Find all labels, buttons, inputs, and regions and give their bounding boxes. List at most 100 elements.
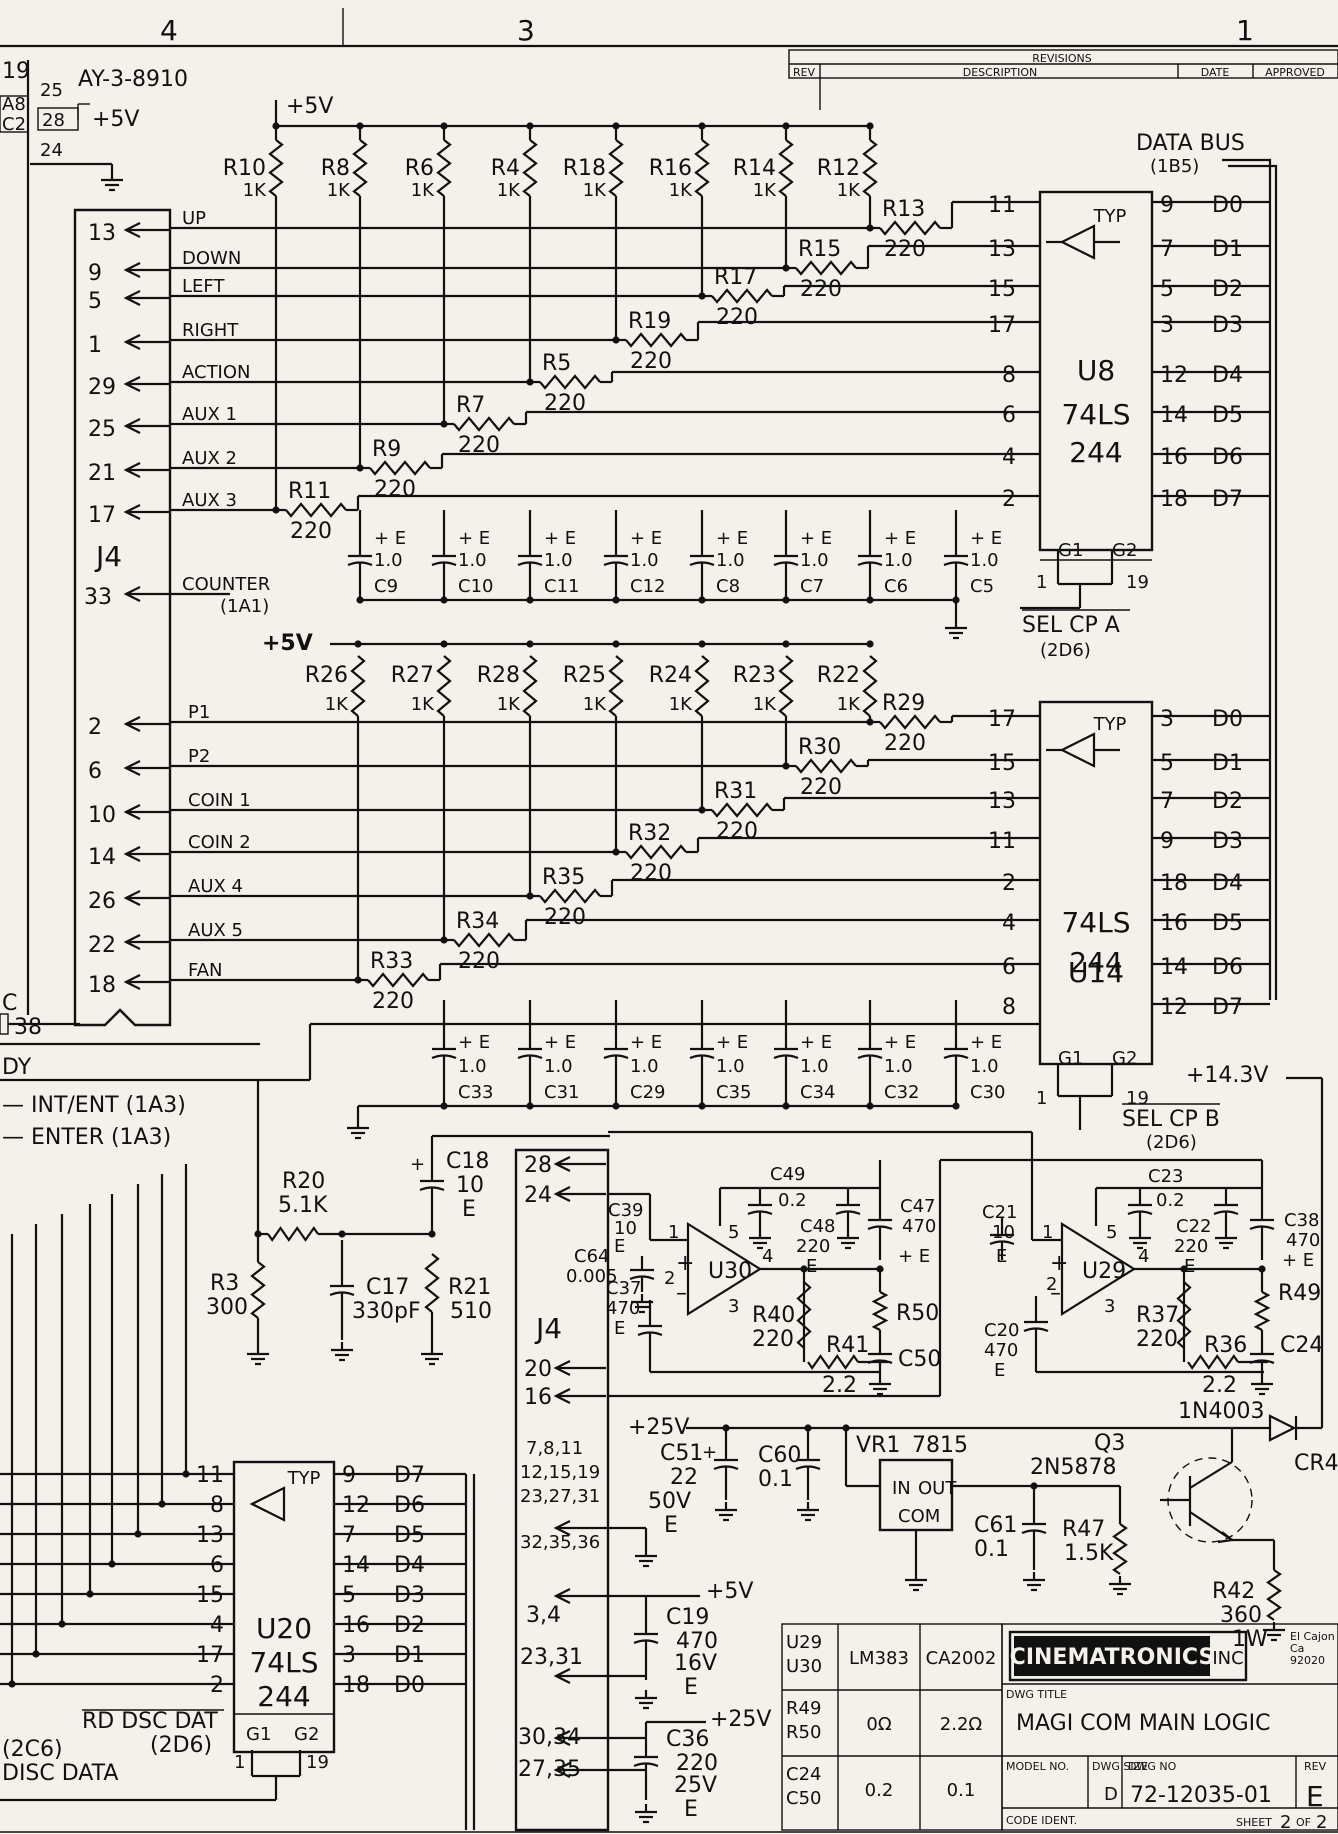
- signal-name: — ENTER (1A3): [2, 1125, 171, 1150]
- resistor-ref: R5: [542, 351, 571, 376]
- data-bus-label: DATA BUS: [1136, 131, 1245, 156]
- pin-number: 7: [342, 1523, 356, 1548]
- cap-ref: C9: [374, 576, 398, 597]
- pullup-resistor: [862, 139, 878, 197]
- capacitor: [773, 1054, 799, 1060]
- resistor-ref: R40: [752, 1303, 795, 1328]
- resistor-value: 220: [884, 731, 926, 756]
- resistor-value: 220: [884, 237, 926, 262]
- resistor-ref: R3: [210, 1271, 239, 1296]
- capacitor: [419, 1186, 445, 1192]
- cap-polarity: + E: [800, 1032, 832, 1053]
- cap-polarity: + E: [800, 528, 832, 549]
- pullup-resistor: [522, 655, 538, 717]
- signal-name: — INT/ENT (1A3): [2, 1093, 186, 1118]
- reg-pin: COM: [898, 1506, 940, 1527]
- signal-name: COIN 2: [188, 832, 251, 853]
- pullup-resistor: [778, 139, 794, 197]
- buffer-symbol: [1059, 224, 1096, 260]
- resistor-ref: R15: [798, 237, 841, 262]
- pin-number: 5: [1106, 1222, 1117, 1243]
- resistor-value: 220: [374, 477, 416, 502]
- resistor-ref: R12: [817, 156, 860, 181]
- cap-value: E: [806, 1256, 817, 1277]
- resistor-value: 1K: [669, 694, 693, 715]
- sheet-of: OF: [1296, 1816, 1311, 1829]
- pin-number: 17: [988, 707, 1016, 732]
- sheet-number: 2: [1280, 1812, 1291, 1833]
- cap-ref: C11: [544, 576, 579, 597]
- data-label: D7: [1212, 487, 1243, 512]
- cap-value: 1.0: [630, 1056, 659, 1077]
- gate-label: G1: [1058, 540, 1083, 561]
- pullup-resistor: [694, 139, 710, 197]
- cap-ref: C10: [458, 576, 493, 597]
- j4-pin-number: 9: [88, 261, 102, 286]
- cap-ref: C8: [716, 576, 740, 597]
- cap-value: 470: [902, 1216, 936, 1237]
- pullup-resistor: [350, 655, 366, 717]
- cap-value: 220: [1174, 1236, 1208, 1257]
- table-cell: 0.1: [947, 1780, 976, 1801]
- table-cell: 2.2Ω: [940, 1714, 983, 1735]
- pullup-resistor: [608, 655, 624, 717]
- capacitor: [637, 1331, 663, 1337]
- table-cell: R50: [786, 1722, 821, 1743]
- resistor-ref: R50: [896, 1301, 939, 1326]
- company-location: 92020: [1290, 1654, 1325, 1667]
- cap-value: 470: [984, 1340, 1018, 1361]
- series-resistor: [795, 758, 857, 774]
- cap-value: 10: [456, 1173, 484, 1198]
- connector-arrow: [553, 1360, 571, 1376]
- pin-number: 19: [1126, 572, 1149, 593]
- resistor-ref: R36: [1204, 1333, 1247, 1358]
- cap-value: E: [1184, 1256, 1195, 1277]
- reg-pin: IN: [892, 1478, 911, 1499]
- cap-value: 1.0: [970, 550, 999, 571]
- capacitor: [857, 1054, 883, 1060]
- capacitor: [713, 1465, 739, 1471]
- zone-label: 1: [1236, 14, 1254, 47]
- chip-type: 244: [257, 1680, 310, 1713]
- series-resistor: [539, 374, 601, 390]
- pin-number: 2: [210, 1673, 224, 1698]
- zone-label: 4: [160, 14, 178, 47]
- pin-number: 1: [668, 1222, 679, 1243]
- pin-number: 2: [664, 1268, 675, 1289]
- j4-pin-number: 28: [524, 1153, 552, 1178]
- cap-value: + E: [1282, 1250, 1314, 1271]
- table-cell: U30: [786, 1656, 822, 1677]
- signal-name: AUX 4: [188, 876, 243, 897]
- revisions-col: DESCRIPTION: [963, 66, 1037, 79]
- j4-pin-number: 22: [88, 933, 116, 958]
- chip-ref: U14: [1068, 956, 1124, 989]
- resistor-value: 220: [716, 305, 758, 330]
- company-logo-box: [1008, 1630, 1248, 1682]
- resistor-ref: R29: [882, 691, 925, 716]
- capacitor: [795, 1465, 821, 1471]
- j4-pin-number: 20: [524, 1357, 552, 1382]
- connector-arrow: [553, 1520, 571, 1536]
- pin-number: 4: [1002, 445, 1016, 470]
- resistor-ref: R26: [305, 663, 348, 688]
- signal-arrow: [123, 974, 141, 990]
- supply-label: +5V: [262, 631, 313, 656]
- pin-number: 2: [1002, 871, 1016, 896]
- resistor-ref: R16: [649, 156, 692, 181]
- capacitor: [1023, 1327, 1049, 1333]
- resistor: [1176, 1281, 1192, 1349]
- pin-number: 15: [988, 277, 1016, 302]
- cap-value: 1.0: [544, 550, 573, 571]
- resistor: [424, 1253, 440, 1313]
- resistor-ref: R30: [798, 735, 841, 760]
- capacitor: [633, 1762, 659, 1768]
- capacitor: [633, 1639, 659, 1645]
- data-label: D0: [1212, 193, 1243, 218]
- capacitor: [857, 561, 883, 567]
- resistor-value: 5.1K: [278, 1193, 328, 1218]
- pin-number: 13: [988, 237, 1016, 262]
- pin-number: 17: [196, 1643, 224, 1668]
- pin-number: 3: [1160, 313, 1174, 338]
- resistor-value: 1K: [753, 694, 777, 715]
- resistor-ref: R23: [733, 663, 776, 688]
